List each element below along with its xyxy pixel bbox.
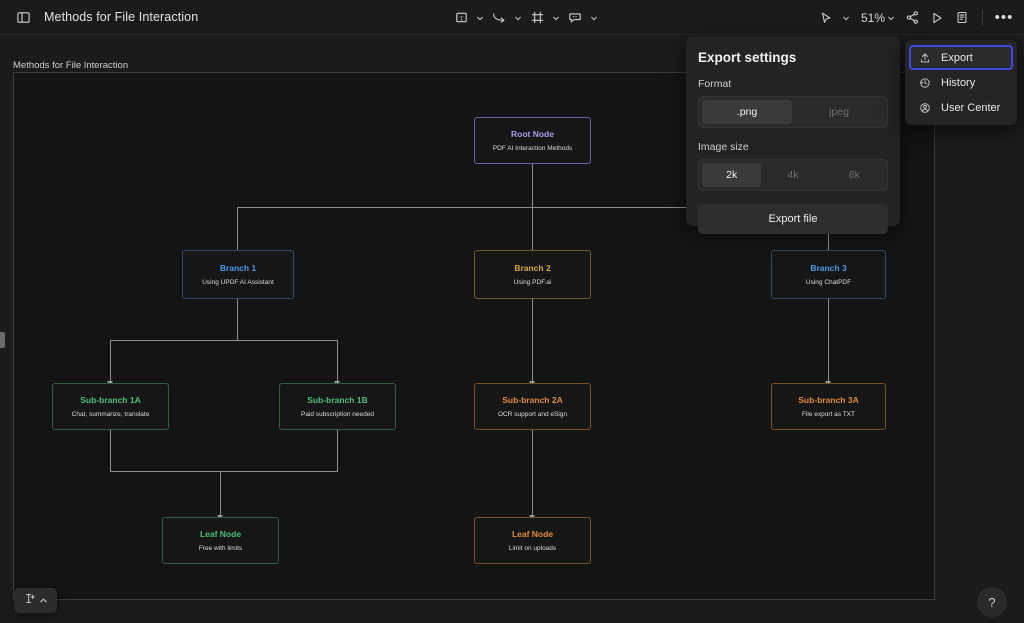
user-circle-icon [918,102,932,114]
node-title: Leaf Node [511,528,554,539]
export-panel-title: Export settings [698,50,797,65]
connector-bus-to-branch3 [828,207,829,265]
top-toolbar: Methods for File Interaction T [0,0,1024,35]
connector-bus-to-sub1a [110,340,111,383]
connector-bus-to-leaf1 [220,471,221,517]
connector-sub1a-down [110,430,111,471]
more-dots-icon[interactable]: ••• [994,8,1014,26]
node-title: Branch 2 [514,262,551,273]
node-root[interactable]: Root Node PDF AI Interaction Methods [474,117,591,164]
node-leaf-1[interactable]: Leaf Node Free with limits [162,517,279,564]
menu-item-label: User Center [941,101,1001,114]
chevron-up-icon[interactable] [39,592,48,610]
menu-item-export[interactable]: Export [909,45,1013,70]
node-leaf-2[interactable]: Leaf Node Limit on uploads [474,517,591,564]
format-label: Format [698,78,732,90]
node-title: Leaf Node [199,528,242,539]
connector-sub1-bus [110,340,337,341]
more-menu: Export History User Center [905,40,1017,125]
connector-root-down [532,164,533,207]
connector-sub2a-to-leaf2 [532,430,533,517]
connector-arrow-icon[interactable] [488,6,510,30]
connector-tool-chevron-down-icon[interactable] [512,6,524,30]
node-sub-branch-2a[interactable]: Sub-branch 2A OCR support and eSign [474,383,591,430]
text-box-icon[interactable]: T [450,6,472,30]
svg-text:T: T [459,15,463,22]
size-option-4k[interactable]: 4k [787,169,799,181]
node-subtitle: Using ChatPDF [805,278,852,286]
clock-history-icon [918,77,932,89]
connector-leaf1-bus [110,471,338,472]
menu-item-label: History [941,76,976,89]
sidebar-panel-icon[interactable] [12,5,34,29]
text-tool-widget[interactable] [14,588,57,613]
node-subtitle: Chat, summarize, translate [71,410,150,418]
node-subtitle: Free with limits [198,544,243,552]
export-upload-icon [918,52,932,64]
connector-branch2-to-sub2a [532,299,533,383]
toolbar-right-group: 51% ••• [815,0,1016,35]
node-title: Branch 1 [219,262,257,273]
text-tool-chevron-down-icon[interactable] [474,6,486,30]
menu-item-user-center[interactable]: User Center [909,95,1013,120]
text-cursor-add-icon [23,592,36,610]
node-branch-3[interactable]: Branch 3 Using ChatPDF [771,250,886,299]
cursor-icon[interactable] [815,6,837,30]
zoom-level-control[interactable]: 51% [855,6,898,30]
size-option-2k[interactable]: 2k [702,163,762,187]
node-subtitle: Paid subscription needed [301,410,374,418]
image-size-label: Image size [698,141,749,153]
node-subtitle: Using UPDF AI Assistant [202,278,274,286]
help-button[interactable]: ? [977,587,1007,617]
frame-label[interactable]: Methods for File Interaction [13,60,129,71]
format-option-jpeg[interactable]: jpeg [829,106,849,118]
frame-tool-chevron-down-icon[interactable] [550,6,562,30]
toolbar-center-group: T [450,0,600,35]
node-sub-branch-3a[interactable]: Sub-branch 3A File export as TXT [771,383,886,430]
node-title: Sub-branch 3A [798,394,859,405]
connector-branch3-to-sub3a [828,299,829,383]
zoom-chevron-down-icon[interactable] [885,6,897,30]
toolbar-left-group: Methods for File Interaction [0,5,198,29]
present-play-icon[interactable] [926,6,948,30]
connector-bus-to-sub1b [337,340,338,383]
comment-tool-chevron-down-icon[interactable] [588,6,600,30]
left-panel-handle[interactable] [0,332,5,348]
frame-icon[interactable] [526,6,548,30]
image-size-segmented-control: 2k 4k 8k [698,159,888,191]
connector-branch1-down [237,299,238,340]
share-icon[interactable] [901,6,923,30]
export-file-button[interactable]: Export file [698,204,888,234]
size-option-8k[interactable]: 8k [848,169,860,181]
node-branch-2[interactable]: Branch 2 Using PDF.ai [474,250,591,299]
node-subtitle: Using PDF.ai [513,278,552,286]
connector-bus-to-branch2 [532,207,533,265]
node-subtitle: OCR support and eSign [497,410,567,418]
node-branch-1[interactable]: Branch 1 Using UPDF AI Assistant [182,250,294,299]
node-title: Sub-branch 1A [80,394,141,405]
document-title[interactable]: Methods for File Interaction [44,10,199,24]
format-option-png[interactable]: .png [702,100,792,124]
comment-icon[interactable] [564,6,586,30]
node-subtitle: File export as TXT [802,410,855,418]
connector-sub1b-down [337,430,338,471]
node-subtitle: Limit on uploads [508,544,557,552]
cursor-tool-chevron-down-icon[interactable] [840,6,852,30]
node-title: Sub-branch 2A [502,394,563,405]
node-title: Root Node [511,128,554,139]
connector-bus-to-branch1 [237,207,238,265]
notes-icon[interactable] [951,6,973,30]
node-title: Branch 3 [810,262,847,273]
node-title: Sub-branch 1B [307,394,368,405]
format-segmented-control: .png jpeg [698,96,888,128]
menu-item-label: Export [941,51,973,64]
export-settings-panel: Export settings Format .png jpeg Image s… [686,36,900,234]
node-sub-branch-1a[interactable]: Sub-branch 1A Chat, summarize, translate [52,383,169,430]
zoom-level-label: 51% [860,10,885,25]
toolbar-divider [982,9,983,26]
node-sub-branch-1b[interactable]: Sub-branch 1B Paid subscription needed [279,383,396,430]
menu-item-history[interactable]: History [909,70,1013,95]
node-subtitle: PDF AI Interaction Methods [492,144,573,152]
